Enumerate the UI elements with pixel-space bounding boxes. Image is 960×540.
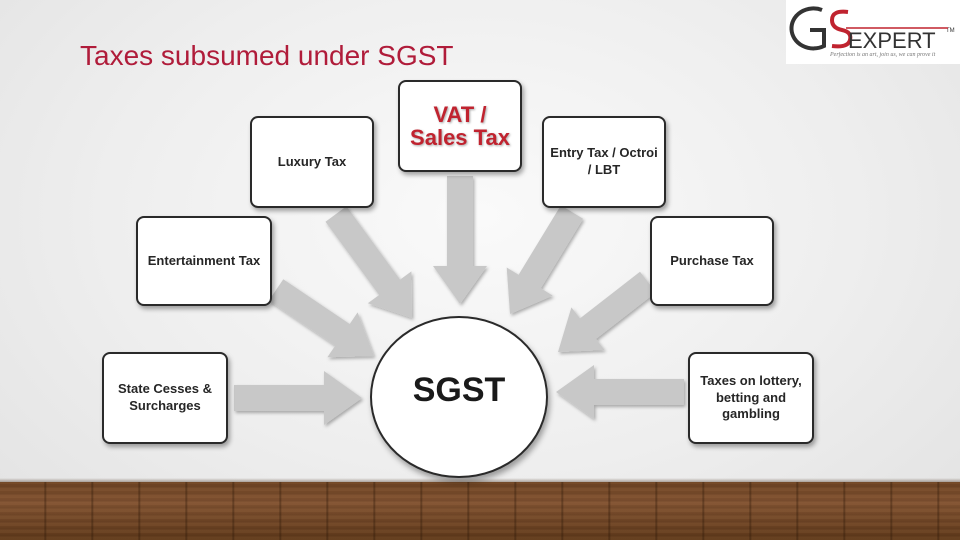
- source-box-cesses: State Cesses & Surcharges: [102, 352, 228, 444]
- arrow-entry-icon: [506, 205, 584, 314]
- wooden-floor: [0, 482, 960, 540]
- source-label-entry: Entry Tax / Octroi / LBT: [550, 145, 658, 177]
- gstexpert-logo: EXPERT TM Perfection is an art, join us,…: [786, 0, 960, 64]
- source-box-entry: Entry Tax / Octroi / LBT: [542, 116, 666, 208]
- floor-shadow: [0, 478, 960, 484]
- slide-title: Taxes subsumed under SGST: [80, 40, 454, 71]
- source-label-luxury: Luxury Tax: [277, 153, 347, 169]
- center-node-sgst: SGST: [370, 316, 548, 478]
- source-label-vat: VAT / Sales Tax: [410, 101, 510, 150]
- source-box-lottery: Taxes on lottery, betting and gambling: [688, 352, 814, 444]
- logo-wordmark: EXPERT: [848, 28, 936, 53]
- arrow-cesses-icon: [234, 371, 362, 425]
- source-box-purchase: Purchase Tax: [650, 216, 774, 306]
- logo-mark-icon: EXPERT TM: [789, 6, 955, 53]
- source-box-entertainment: Entertainment Tax: [136, 216, 272, 306]
- arrow-vat-icon: [433, 176, 487, 304]
- center-label: SGST: [412, 370, 506, 409]
- arrow-lottery-icon: [556, 365, 684, 419]
- logo-tagline: Perfection is an art, join us, we can pr…: [830, 52, 936, 58]
- source-label-entertainment: Entertainment Tax: [147, 252, 261, 268]
- arrow-purchase-icon: [558, 271, 656, 352]
- source-label-purchase: Purchase Tax: [670, 252, 754, 268]
- source-box-vat: VAT / Sales Tax: [398, 80, 522, 172]
- logo-trademark: TM: [946, 28, 955, 34]
- source-box-luxury: Luxury Tax: [250, 116, 374, 208]
- source-label-lottery: Taxes on lottery, betting and gambling: [700, 372, 802, 422]
- arrow-entertainment-icon: [268, 279, 374, 358]
- source-label-cesses: State Cesses & Surcharges: [118, 381, 212, 413]
- arrow-luxury-icon: [325, 206, 412, 318]
